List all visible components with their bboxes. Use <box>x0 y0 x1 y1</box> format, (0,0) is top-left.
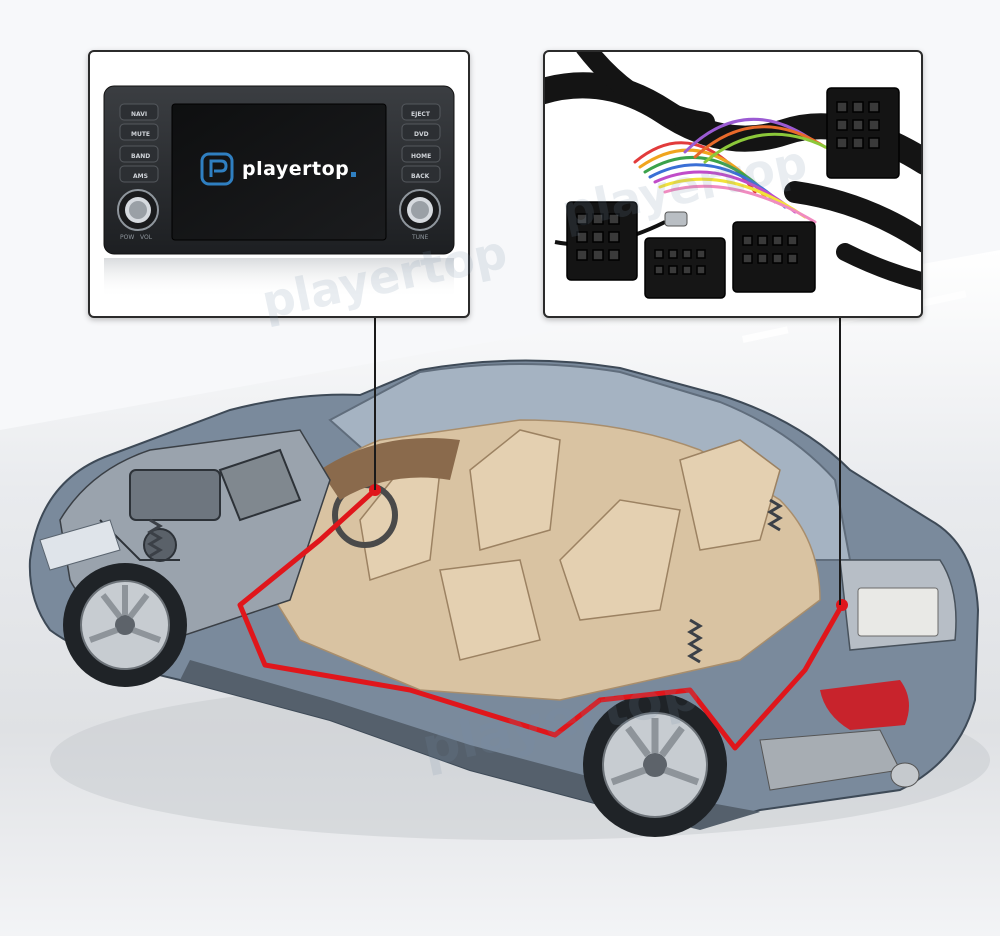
brand-logo: playertop <box>200 152 357 186</box>
tail-light <box>820 680 909 730</box>
brand-dot <box>351 171 357 177</box>
volume-knob-label: POW VOL <box>120 234 153 241</box>
connector-middle <box>644 237 726 299</box>
wiring-harness <box>545 52 921 299</box>
stereo-button-eject-label: EJECT <box>411 111 430 118</box>
connector-left <box>566 201 638 281</box>
stereo-button-mute-label: MUTE <box>131 131 151 138</box>
tune-knob <box>399 189 441 231</box>
leader-line-left <box>374 305 376 490</box>
brand-name: playertop <box>242 158 350 180</box>
stereo-button-back-label: BACK <box>411 173 430 180</box>
stereo-panel: NAVI MUTE BAND AMS EJECT DVD HOME BACK P… <box>88 50 470 318</box>
brand-logo-icon <box>200 152 234 186</box>
antenna-plug <box>664 211 688 227</box>
engine-details <box>99 448 302 562</box>
dash-connector-dot <box>369 484 381 496</box>
stereo-button-navi-label: NAVI <box>131 111 148 118</box>
stereo-button-dvd-label: DVD <box>414 131 429 138</box>
dashboard <box>320 438 460 500</box>
connector-top-right <box>826 87 900 179</box>
volume-knob <box>117 189 159 231</box>
connector-right <box>732 221 816 293</box>
front-wheel <box>63 563 187 687</box>
stereo-button-home-label: HOME <box>411 153 432 160</box>
suspension <box>147 498 783 664</box>
stereo-button-ams-label: AMS <box>133 173 148 180</box>
stereo-button-band-label: BAND <box>131 153 151 160</box>
leader-line-right <box>839 308 841 605</box>
trunk-connector-dot <box>836 599 848 611</box>
stereo-unit <box>103 85 455 298</box>
wiring-route <box>237 488 845 751</box>
tune-knob-label: TUNE <box>412 234 429 241</box>
screen <box>171 103 387 241</box>
rear-wheel <box>583 693 727 837</box>
reflection <box>104 258 454 298</box>
seats <box>359 429 781 661</box>
headlight <box>39 519 121 571</box>
harness-panel <box>543 50 923 318</box>
battery <box>857 587 939 637</box>
